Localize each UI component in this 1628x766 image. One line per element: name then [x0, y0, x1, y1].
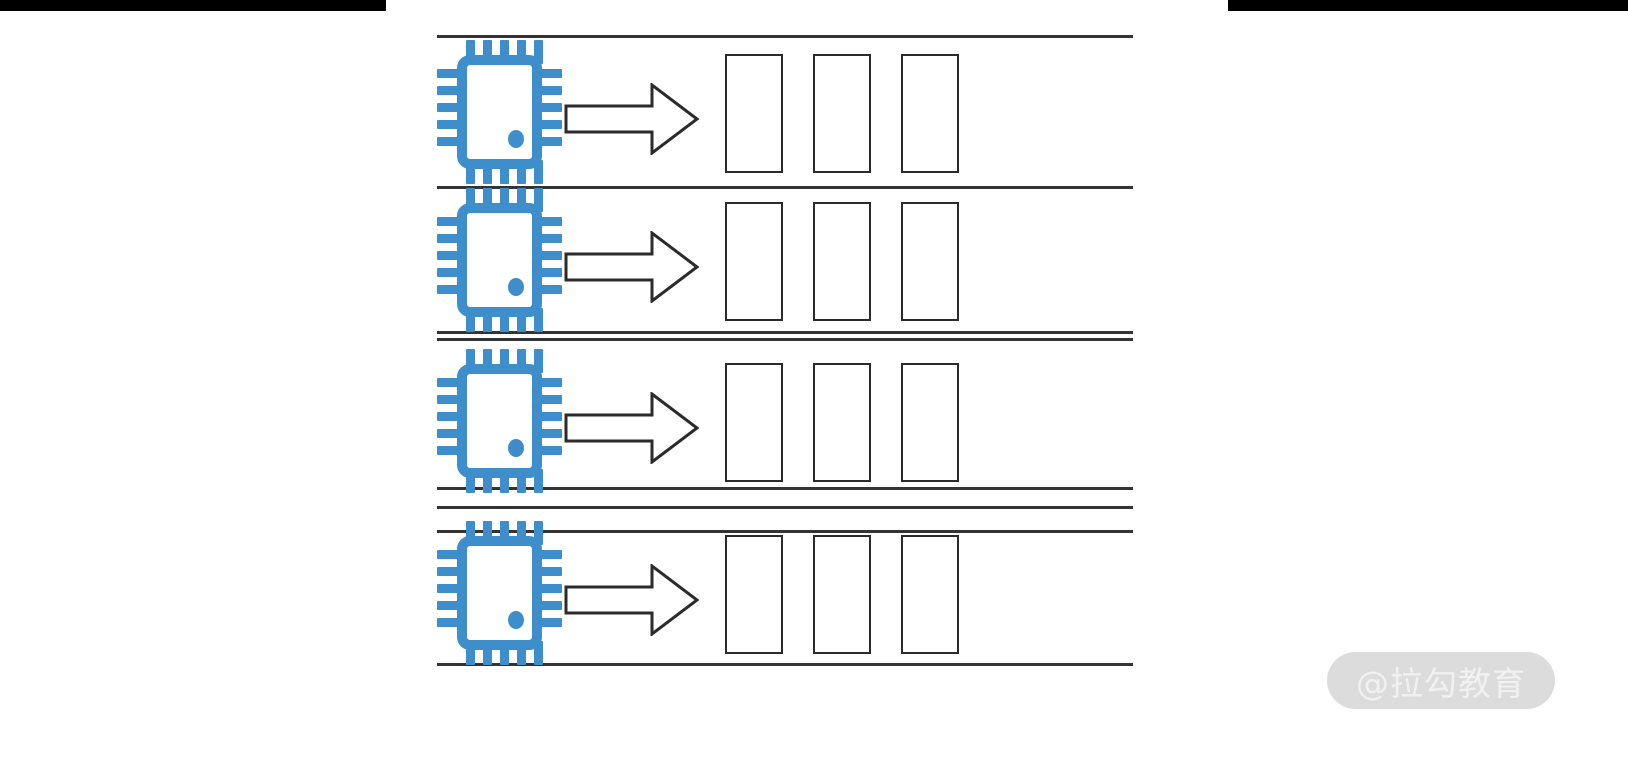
cpu-chip-icon — [437, 40, 562, 184]
separator-rule — [437, 186, 1133, 189]
output-bar — [725, 202, 783, 321]
cpu-chip-icon — [437, 188, 562, 332]
output-bar-group — [725, 202, 959, 321]
output-bar-group — [725, 54, 959, 173]
output-bar — [813, 363, 871, 482]
cpu-chip-icon — [437, 521, 562, 665]
output-bar-group — [725, 363, 959, 482]
letterbox-bar-right — [1228, 0, 1628, 11]
right-arrow-icon — [564, 392, 699, 464]
pipeline-row — [437, 40, 1133, 190]
letterbox-bar-left — [0, 0, 386, 11]
output-bar — [901, 202, 959, 321]
cpu-chip-icon — [437, 349, 562, 493]
separator-rule — [437, 331, 1133, 334]
separator-rule — [437, 35, 1133, 38]
output-bar — [901, 535, 959, 654]
right-arrow-icon — [564, 231, 699, 303]
output-bar — [901, 54, 959, 173]
pipeline-row — [437, 521, 1133, 671]
separator-rule — [437, 487, 1133, 490]
output-bar — [725, 363, 783, 482]
output-bar — [901, 363, 959, 482]
output-bar — [813, 202, 871, 321]
separator-rule — [437, 338, 1133, 341]
output-bar — [725, 54, 783, 173]
separator-rule — [437, 530, 1133, 533]
separator-rule — [437, 663, 1133, 666]
output-bar-group — [725, 535, 959, 654]
watermark-text: @拉勾教育 — [1356, 663, 1526, 703]
output-bar — [813, 535, 871, 654]
right-arrow-icon — [564, 83, 699, 155]
output-bar — [725, 535, 783, 654]
pipeline-row — [437, 188, 1133, 338]
right-arrow-icon — [564, 564, 699, 636]
watermark-badge: @拉勾教育 — [1327, 652, 1555, 709]
pipeline-row — [437, 349, 1133, 499]
output-bar — [813, 54, 871, 173]
separator-rule — [437, 506, 1133, 509]
